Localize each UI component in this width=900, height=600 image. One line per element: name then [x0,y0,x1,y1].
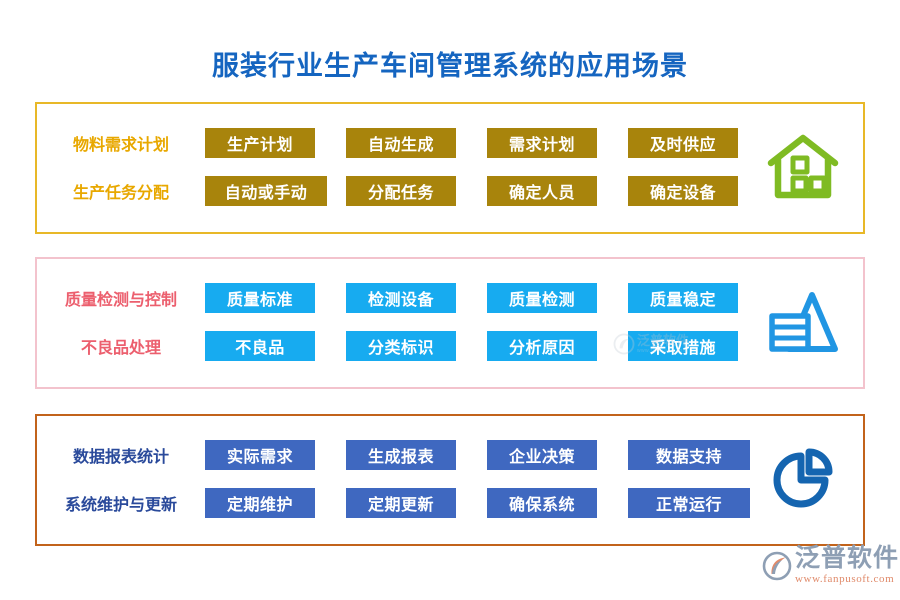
brand-text: 泛普软件 www.fanpusoft.com [795,546,899,585]
chip[interactable]: 自动生成 [346,128,456,158]
chip[interactable]: 确定设备 [628,176,738,206]
chip[interactable]: 分析原因 [487,331,597,361]
chip[interactable]: 企业决策 [487,440,597,470]
chip[interactable]: 生产计划 [205,128,315,158]
chip[interactable]: 质量检测 [487,283,597,313]
brand-name: 泛普软件 [795,544,900,572]
chip[interactable]: 及时供应 [628,128,738,158]
chip[interactable]: 采取措施 [628,331,738,361]
row-chips: 自动或手动 分配任务 确定人员 确定设备 [205,176,863,206]
chip[interactable]: 确定人员 [487,176,597,206]
row-label: 生产任务分配 [72,185,169,202]
brand-url: www.fanpusoft.com [795,573,895,585]
chip[interactable]: 自动或手动 [205,176,327,206]
section-rows: 质量检测与控制 质量标准 检测设备 质量检测 质量稳定 不良品处理 不良品 分类… [37,259,863,387]
section-row: 质量检测与控制 质量标准 检测设备 质量检测 质量稳定 [37,281,863,315]
page-title: 服装行业生产车间管理系统的应用场景 [212,51,688,81]
row-label: 不良品处理 [80,340,161,357]
chip[interactable]: 生成报表 [346,440,456,470]
row-chips: 质量标准 检测设备 质量检测 质量稳定 [205,283,863,313]
brand-logo: 泛普软件 www.fanpusoft.com [762,546,899,585]
chip[interactable]: 分配任务 [346,176,456,206]
chip[interactable]: 实际需求 [205,440,315,470]
section-row: 生产任务分配 自动或手动 分配任务 确定人员 确定设备 [37,174,863,208]
section-rows: 物料需求计划 生产计划 自动生成 需求计划 及时供应 生产任务分配 自动或手动 … [37,104,863,232]
chip[interactable]: 定期更新 [346,488,456,518]
chip[interactable]: 分类标识 [346,331,456,361]
chip[interactable]: 确保系统 [487,488,597,518]
row-chips: 实际需求 生成报表 企业决策 数据支持 [205,440,863,470]
row-label: 物料需求计划 [72,137,169,154]
chip[interactable]: 检测设备 [346,283,456,313]
row-label: 质量检测与控制 [64,292,177,309]
section-row: 不良品处理 不良品 分类标识 分析原因 采取措施 [37,329,863,363]
chip[interactable]: 质量标准 [205,283,315,313]
row-chips: 定期维护 定期更新 确保系统 正常运行 [205,488,863,518]
report-cone-icon [765,285,841,361]
chip[interactable]: 正常运行 [628,488,750,518]
warehouse-house-icon [765,130,841,206]
section-material-production: 物料需求计划 生产计划 自动生成 需求计划 及时供应 生产任务分配 自动或手动 … [35,102,865,234]
section-row: 数据报表统计 实际需求 生成报表 企业决策 数据支持 [37,438,863,472]
section-rows: 数据报表统计 实际需求 生成报表 企业决策 数据支持 系统维护与更新 定期维护 … [37,416,863,544]
brand-mark-icon [762,551,792,580]
chip[interactable]: 需求计划 [487,128,597,158]
section-row: 物料需求计划 生产计划 自动生成 需求计划 及时供应 [37,126,863,160]
chip[interactable]: 质量稳定 [628,283,738,313]
section-report-maintenance: 数据报表统计 实际需求 生成报表 企业决策 数据支持 系统维护与更新 定期维护 … [35,414,865,546]
section-quality-control: 质量检测与控制 质量标准 检测设备 质量检测 质量稳定 不良品处理 不良品 分类… [35,257,865,389]
row-chips: 生产计划 自动生成 需求计划 及时供应 [205,128,863,158]
chip[interactable]: 数据支持 [628,440,750,470]
section-row: 系统维护与更新 定期维护 定期更新 确保系统 正常运行 [37,486,863,520]
chip[interactable]: 定期维护 [205,488,315,518]
row-chips: 不良品 分类标识 分析原因 采取措施 [205,331,863,361]
pie-chart-icon [765,442,841,518]
row-label: 系统维护与更新 [64,497,177,514]
row-label: 数据报表统计 [72,449,169,466]
chip[interactable]: 不良品 [205,331,315,361]
